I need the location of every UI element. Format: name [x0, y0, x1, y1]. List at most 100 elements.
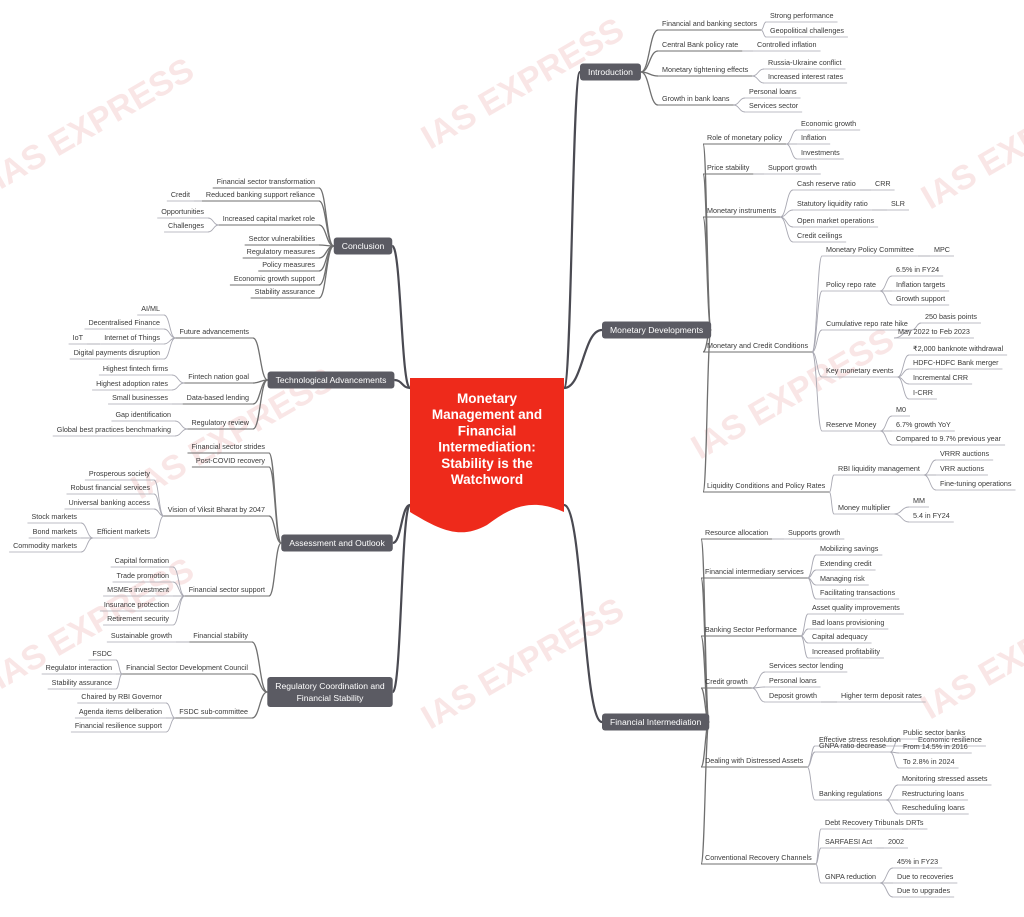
node-data-based-lending[interactable]: Data-based lending: [182, 393, 253, 405]
node-2-000-banknote-withdrawal[interactable]: ₹2,000 banknote withdrawal: [909, 344, 1008, 356]
node-prosperous-society[interactable]: Prosperous society: [84, 469, 154, 481]
node-vrr-auctions[interactable]: VRR auctions: [936, 464, 988, 476]
node-msmes-investment[interactable]: MSMEs investment: [103, 585, 173, 597]
node-fsdc[interactable]: FSDC: [88, 649, 116, 661]
node-slr[interactable]: SLR: [887, 199, 909, 211]
node-rescheduling-loans[interactable]: Rescheduling loans: [898, 803, 969, 815]
node-fintech-nation-goal[interactable]: Fintech nation goal: [184, 372, 253, 384]
node-agenda-items-deliberation[interactable]: Agenda items deliberation: [74, 707, 166, 719]
node-sector-vulnerabilities[interactable]: Sector vulnerabilities: [244, 234, 319, 246]
node-sarfaesi-act[interactable]: SARFAESI Act: [821, 837, 877, 849]
node-debt-recovery-tribunals[interactable]: Debt Recovery Tribunals: [821, 818, 908, 830]
node-mpc[interactable]: MPC: [930, 245, 954, 257]
node-financial-intermediary-services[interactable]: Financial intermediary services: [701, 567, 808, 579]
node-financial-resilience-support[interactable]: Financial resilience support: [70, 721, 166, 733]
node-deposit-growth[interactable]: Deposit growth: [765, 691, 821, 703]
node-central-bank-policy-rate[interactable]: Central Bank policy rate: [658, 40, 743, 52]
node-banking-sector-performance[interactable]: Banking Sector Performance: [701, 625, 801, 637]
node-services-sector-lending[interactable]: Services sector lending: [765, 661, 848, 673]
node-growth-support[interactable]: Growth support: [892, 294, 950, 306]
node-extending-credit[interactable]: Extending credit: [816, 559, 876, 571]
node-statutory-liquidity-ratio[interactable]: Statutory liquidity ratio: [793, 199, 872, 211]
node-monetary-instruments[interactable]: Monetary instruments: [703, 206, 781, 218]
node-financial-sector-transformation[interactable]: Financial sector transformation: [212, 177, 319, 189]
node-open-market-operations[interactable]: Open market operations: [793, 216, 879, 228]
node-inflation[interactable]: Inflation: [797, 133, 831, 145]
node-global-best-practices-benchmarking[interactable]: Global best practices benchmarking: [52, 425, 175, 437]
node-increased-profitability[interactable]: Increased profitability: [808, 647, 884, 659]
node-drts[interactable]: DRTs: [902, 818, 928, 830]
node-5-4-in-fy24[interactable]: 5.4 in FY24: [909, 511, 954, 523]
node-due-to-upgrades[interactable]: Due to upgrades: [893, 886, 955, 898]
branch-technological-advancements[interactable]: Technological Advancements: [267, 371, 395, 389]
node-robust-financial-services[interactable]: Robust financial services: [66, 483, 155, 495]
node-banking-regulations[interactable]: Banking regulations: [815, 789, 887, 801]
node-from-14-5-in-2016[interactable]: From 14.5% in 2016: [899, 742, 972, 754]
node-monetary-and-credit-conditions[interactable]: Monetary and Credit Conditions: [703, 341, 813, 353]
node-250-basis-points[interactable]: 250 basis points: [921, 312, 981, 324]
node-incremental-crr[interactable]: Incremental CRR: [909, 373, 973, 385]
node-facilitating-transactions[interactable]: Facilitating transactions: [816, 588, 900, 600]
node-economic-resilience[interactable]: Economic resilience: [914, 735, 986, 747]
node-2002[interactable]: 2002: [884, 837, 908, 849]
node-price-stability[interactable]: Price stability: [703, 163, 754, 175]
node-personal-loans[interactable]: Personal loans: [765, 676, 821, 688]
node-decentralised-finance[interactable]: Decentralised Finance: [84, 318, 164, 330]
node-fsdc-sub-committee[interactable]: FSDC sub-committee: [175, 707, 252, 719]
node-mobilizing-savings[interactable]: Mobilizing savings: [816, 544, 883, 556]
node-conventional-recovery-channels[interactable]: Conventional Recovery Channels: [701, 853, 816, 865]
node-financial-and-banking-sectors[interactable]: Financial and banking sectors: [658, 19, 762, 31]
node-45-in-fy23[interactable]: 45% in FY23: [893, 857, 943, 869]
node-digital-payments-disruption[interactable]: Digital payments disruption: [69, 348, 164, 360]
node-gap-identification[interactable]: Gap identification: [111, 410, 175, 422]
node-retirement-security[interactable]: Retirement security: [103, 614, 173, 626]
node-vision-of-viksit-bharat-by-2047[interactable]: Vision of Viksit Bharat by 2047: [163, 505, 269, 517]
node-efficient-markets[interactable]: Efficient markets: [93, 527, 154, 539]
node-increased-capital-market-role[interactable]: Increased capital market role: [218, 214, 319, 226]
node-challenges[interactable]: Challenges: [164, 221, 208, 233]
node-reserve-money[interactable]: Reserve Money: [822, 420, 881, 432]
node-opportunities[interactable]: Opportunities: [157, 207, 208, 219]
node-economic-growth[interactable]: Economic growth: [797, 119, 861, 131]
node-highest-adoption-rates[interactable]: Highest adoption rates: [92, 379, 172, 391]
node-bond-markets[interactable]: Bond markets: [28, 527, 81, 539]
node-restructuring-loans[interactable]: Restructuring loans: [898, 789, 968, 801]
node-asset-quality-improvements[interactable]: Asset quality improvements: [808, 603, 904, 615]
node-controlled-inflation[interactable]: Controlled inflation: [753, 40, 821, 52]
node-bad-loans-provisioning[interactable]: Bad loans provisioning: [808, 618, 889, 630]
branch-conclusion[interactable]: Conclusion: [333, 237, 393, 255]
node-role-of-monetary-policy[interactable]: Role of monetary policy: [703, 133, 787, 145]
node-commodity-markets[interactable]: Commodity markets: [9, 541, 81, 553]
node-liquidity-conditions-and-policy-rates[interactable]: Liquidity Conditions and Policy Rates: [703, 481, 830, 493]
node-increased-interest-rates[interactable]: Increased interest rates: [764, 72, 848, 84]
node-mm[interactable]: MM: [909, 496, 929, 508]
node-services-sector[interactable]: Services sector: [745, 101, 803, 113]
node-monetary-policy-committee[interactable]: Monetary Policy Committee: [822, 245, 918, 257]
node-6-5-in-fy24[interactable]: 6.5% in FY24: [892, 265, 944, 277]
node-financial-sector-support[interactable]: Financial sector support: [184, 585, 269, 597]
branch-introduction[interactable]: Introduction: [580, 63, 641, 81]
node-reduced-banking-support-reliance[interactable]: Reduced banking support reliance: [201, 190, 319, 202]
node-capital-adequacy[interactable]: Capital adequacy: [808, 632, 872, 644]
node-cash-reserve-ratio[interactable]: Cash reserve ratio: [793, 179, 860, 191]
node-rbi-liquidity-management[interactable]: RBI liquidity management: [834, 464, 924, 476]
node-6-7-growth-yoy[interactable]: 6.7% growth YoY: [892, 420, 955, 432]
node-sustainable-growth[interactable]: Sustainable growth: [106, 631, 176, 643]
node-i-crr[interactable]: I-CRR: [909, 388, 937, 400]
node-financial-sector-development-council[interactable]: Financial Sector Development Council: [122, 663, 252, 675]
node-ai-ml[interactable]: AI/ML: [137, 304, 164, 316]
branch-financial-intermediation[interactable]: Financial Intermediation: [602, 713, 710, 731]
node-personal-loans[interactable]: Personal loans: [745, 87, 801, 99]
node-russia-ukraine-conflict[interactable]: Russia-Ukraine conflict: [764, 58, 846, 70]
node-post-covid-recovery[interactable]: Post-COVID recovery: [191, 456, 269, 468]
node-regulatory-measures[interactable]: Regulatory measures: [242, 247, 319, 259]
node-managing-risk[interactable]: Managing risk: [816, 574, 869, 586]
node-money-multiplier[interactable]: Money multiplier: [834, 503, 895, 515]
node-highest-fintech-firms[interactable]: Highest fintech firms: [98, 364, 172, 376]
node-internet-of-things[interactable]: Internet of Things: [100, 333, 164, 345]
node-stability-assurance[interactable]: Stability assurance: [250, 287, 319, 299]
node-insurance-protection[interactable]: Insurance protection: [99, 600, 173, 612]
node-capital-formation[interactable]: Capital formation: [110, 556, 173, 568]
node-chaired-by-rbi-governor[interactable]: Chaired by RBI Governor: [77, 692, 166, 704]
node-crr[interactable]: CRR: [871, 179, 895, 191]
